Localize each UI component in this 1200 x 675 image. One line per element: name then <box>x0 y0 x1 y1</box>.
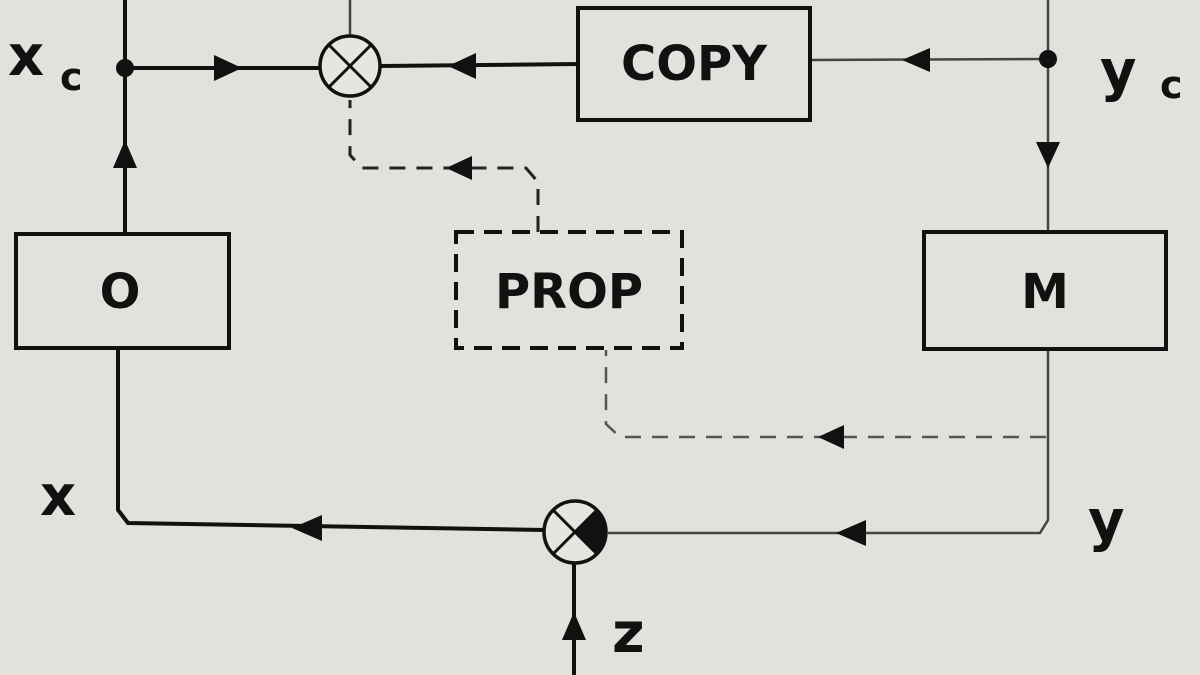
signal-xc-sub: c <box>60 55 83 99</box>
dashed-prop-to-junction <box>348 100 540 232</box>
signal-xc-main: x <box>8 24 44 89</box>
arrow-copy-left <box>448 53 476 79</box>
observer-label: O <box>100 264 141 320</box>
prop-block: PROP <box>454 230 684 350</box>
arrow-o-up <box>113 140 137 168</box>
arrow-dashed-left <box>446 156 472 180</box>
signal-z: z <box>612 601 645 666</box>
wire-copy-to-junction <box>379 61 581 69</box>
summing-junction-top <box>318 34 382 98</box>
signal-y: y <box>1088 489 1125 554</box>
dashed-m-to-prop <box>604 350 1046 439</box>
model-block: M <box>922 230 1168 351</box>
node-yc <box>1039 50 1057 68</box>
wire-m-to-y <box>608 350 1050 535</box>
prop-label: PROP <box>495 264 643 320</box>
arrow-y-left <box>836 520 866 546</box>
summing-junction-bottom <box>542 499 608 565</box>
model-label: M <box>1021 264 1069 320</box>
signal-yc-sub: c <box>1160 63 1183 107</box>
arrow-yc-left <box>902 48 930 72</box>
signal-yc-main: y <box>1100 39 1137 104</box>
arrow-dashed-light-left <box>818 425 844 449</box>
arrow-xc-right <box>214 55 242 81</box>
copy-block: COPY <box>576 6 812 122</box>
arrow-z-up <box>562 612 586 640</box>
signal-x: x <box>40 464 76 529</box>
arrow-x-left <box>292 515 322 541</box>
arrow-yc-down <box>1036 142 1060 168</box>
copy-label: COPY <box>621 36 768 92</box>
observer-block: O <box>14 232 231 350</box>
node-xc <box>116 59 134 77</box>
wire-bottom-junction-to-o <box>116 348 547 533</box>
